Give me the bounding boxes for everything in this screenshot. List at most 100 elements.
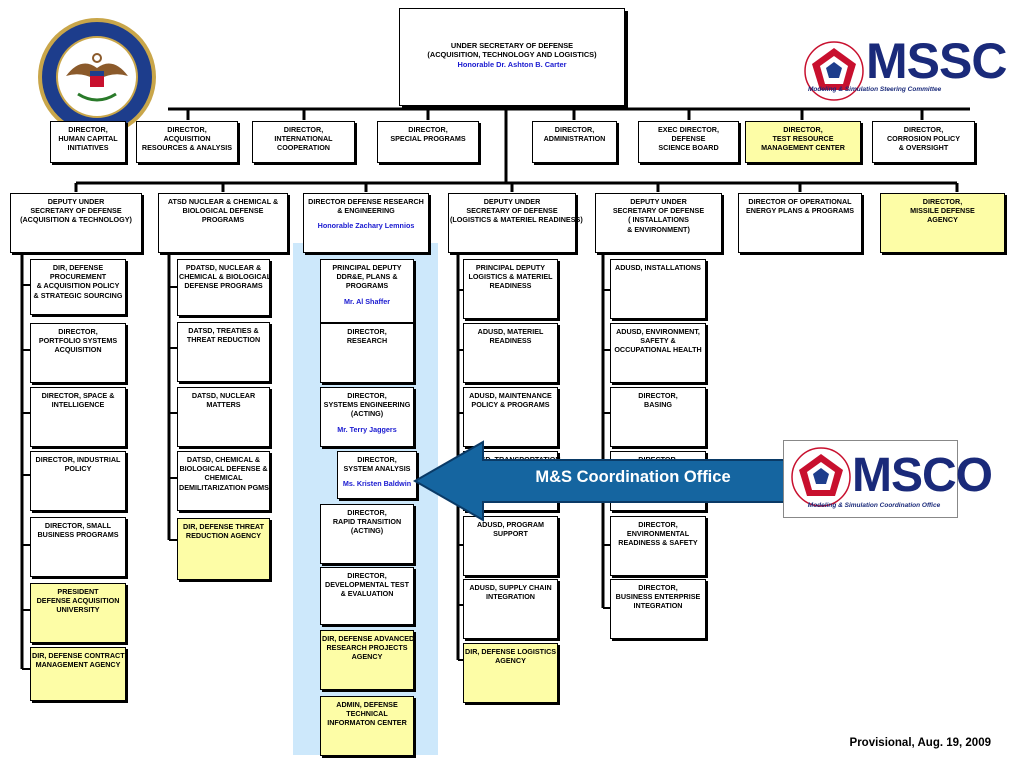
box-line: MANAGEMENT AGENCY [35, 660, 121, 670]
box-line: UNDER SECRETARY OF DEFENSE [450, 41, 574, 50]
box-line: PRINCIPAL DEPUTY [332, 263, 402, 272]
box-line: ENVIRONMENTAL [626, 529, 690, 539]
box-line: SCIENCE BOARD [658, 143, 719, 153]
box-line: INITIATIVES [67, 143, 109, 153]
box-line: PROCUREMENT [49, 272, 107, 282]
box-line: ( INSTALLATIONS [628, 215, 689, 225]
dod-seal-icon [38, 18, 156, 136]
box-line: DEFENSE PROGRAMS [184, 281, 263, 291]
box-line: DIRECTOR, [638, 583, 678, 592]
box-line: DATSD, TREATIES & [188, 326, 259, 335]
box-line: PDATSD, NUCLEAR & [185, 263, 262, 272]
box-line: DIRECTOR, [638, 520, 678, 529]
box-line: & ENGINEERING [337, 206, 395, 216]
box-line: INTEGRATION [486, 592, 535, 602]
box-line: MISSILE DEFENSE [910, 206, 975, 216]
box-line: (Acting) [350, 409, 384, 419]
ddre-office-box: DIRECTOR,RESEARCH [320, 323, 414, 383]
box-line: & STRATEGIC SOURCING [33, 290, 123, 300]
box-line: BIOLOGICAL DEFENSE [182, 206, 264, 216]
box-line: DEPUTY UNDER [483, 197, 541, 206]
ddre-office-box: DIRECTOR,RAPID TRANSITION(Acting) [320, 504, 414, 564]
box-line: POLICY & PROGRAMS [471, 400, 550, 410]
box-line: DDR&E, PLANS & [336, 272, 398, 282]
mssc-tagline: Modeling & Simulation Steering Committee [808, 86, 942, 93]
box-line: ADMINISTRATION [543, 134, 606, 144]
box-line: SYSTEMS ENGINEERING [323, 400, 411, 410]
box-line: (Acting) [350, 526, 384, 536]
box-line: AGENCY [351, 652, 383, 662]
box-line: ADUSD, PROGRAM [476, 520, 545, 529]
official-name: Honorable Zachary Lemnios [317, 221, 415, 231]
box-line: ADUSD, ENVIRONMENT, [616, 327, 700, 336]
box-line: INTERNATIONAL [274, 134, 333, 144]
box-line: READINESS [489, 281, 532, 291]
box-line: RESEARCH PROJECTS [326, 643, 408, 653]
box-line: SPECIAL PROGRAMS [390, 134, 466, 144]
box-line: DEFENSE [671, 134, 706, 144]
box-line: DATSD, NUCLEAR [191, 391, 256, 400]
provisional-date: Provisional, Aug. 19, 2009 [849, 737, 991, 749]
box-line: READINESS & SAFETY [618, 538, 698, 548]
box-line: BUSINESS PROGRAMS [37, 530, 119, 540]
msco-arrow-label: M&S Coordination Office [535, 468, 731, 486]
box-line: SAFETY & [640, 336, 676, 346]
box-line: TEST RESOURCE [772, 134, 834, 144]
box-line: DEMILITARIZATION PGMS [179, 482, 269, 492]
msco-pentagon-icon [791, 447, 851, 507]
box-line: AGENCY [927, 215, 958, 225]
box-line: CORROSION POLICY [886, 134, 961, 144]
box-line: ADUSD, MATERIEL [477, 327, 544, 336]
box-line: LOGISTICS & MATERIEL [468, 272, 553, 282]
box-line: ADUSD, SUPPLY CHAIN [469, 583, 552, 592]
box-line: DIR, DEFENSE CONTRACT [32, 651, 125, 660]
box-line: UNIVERSITY [56, 605, 100, 615]
box-line: DIRECTOR OF OPERATIONAL [748, 197, 852, 206]
box-line: HUMAN CAPITAL [58, 134, 118, 144]
box-line: DEFENSE ACQUISITION [36, 596, 120, 606]
box-line: OCCUPATIONAL HEALTH [614, 345, 702, 355]
official-name: Ms. Kristen Baldwin [342, 479, 412, 489]
box-line: SUPPORT [493, 529, 528, 539]
box-line: DIRECTOR, [347, 327, 387, 336]
box-line: DIRECTOR, [347, 571, 387, 580]
box-line: DIRECTOR, [783, 125, 823, 134]
box-line: (ACQUISITION & TECHNOLOGY) [20, 215, 132, 225]
box-line: TECHNICAL [346, 709, 388, 719]
box-line: DEVELOPMENTAL TEST [325, 580, 409, 590]
box-line: CHEMICAL & BIOLOGICAL [179, 272, 272, 282]
box-line: & ENVIRONMENT) [627, 224, 690, 234]
box-line: ACQUISITION [54, 345, 102, 355]
box-line: DIRECTOR, [347, 508, 387, 517]
box-line: DIRECTOR, [283, 125, 324, 134]
box-line: DIRECTOR, [408, 125, 448, 134]
box-line: DIRECTOR, [357, 455, 397, 464]
box-line: (LOGISTICS & MATERIEL READINESS) [450, 215, 583, 225]
box-line: DIRECTOR, SMALL [44, 521, 112, 530]
box-line: DIR, DEFENSE THREAT [183, 522, 264, 531]
ddre-office-box: DIRECTOR,SYSTEMS ENGINEERING(Acting)Mr. … [320, 387, 414, 447]
box-line: RAPID TRANSITION [332, 517, 402, 527]
msco-logo-letters: MSCO [852, 449, 993, 502]
box-line: PORTFOLIO SYSTEMS [38, 336, 118, 346]
box-line: PRINCIPAL DEPUTY [475, 263, 546, 272]
official-name: Mr. Al Shaffer [343, 296, 391, 306]
box-line: DIRECTOR, [58, 327, 98, 336]
box-line: EXEC DIRECTOR, [658, 125, 719, 134]
box-line: BASING [644, 400, 672, 410]
